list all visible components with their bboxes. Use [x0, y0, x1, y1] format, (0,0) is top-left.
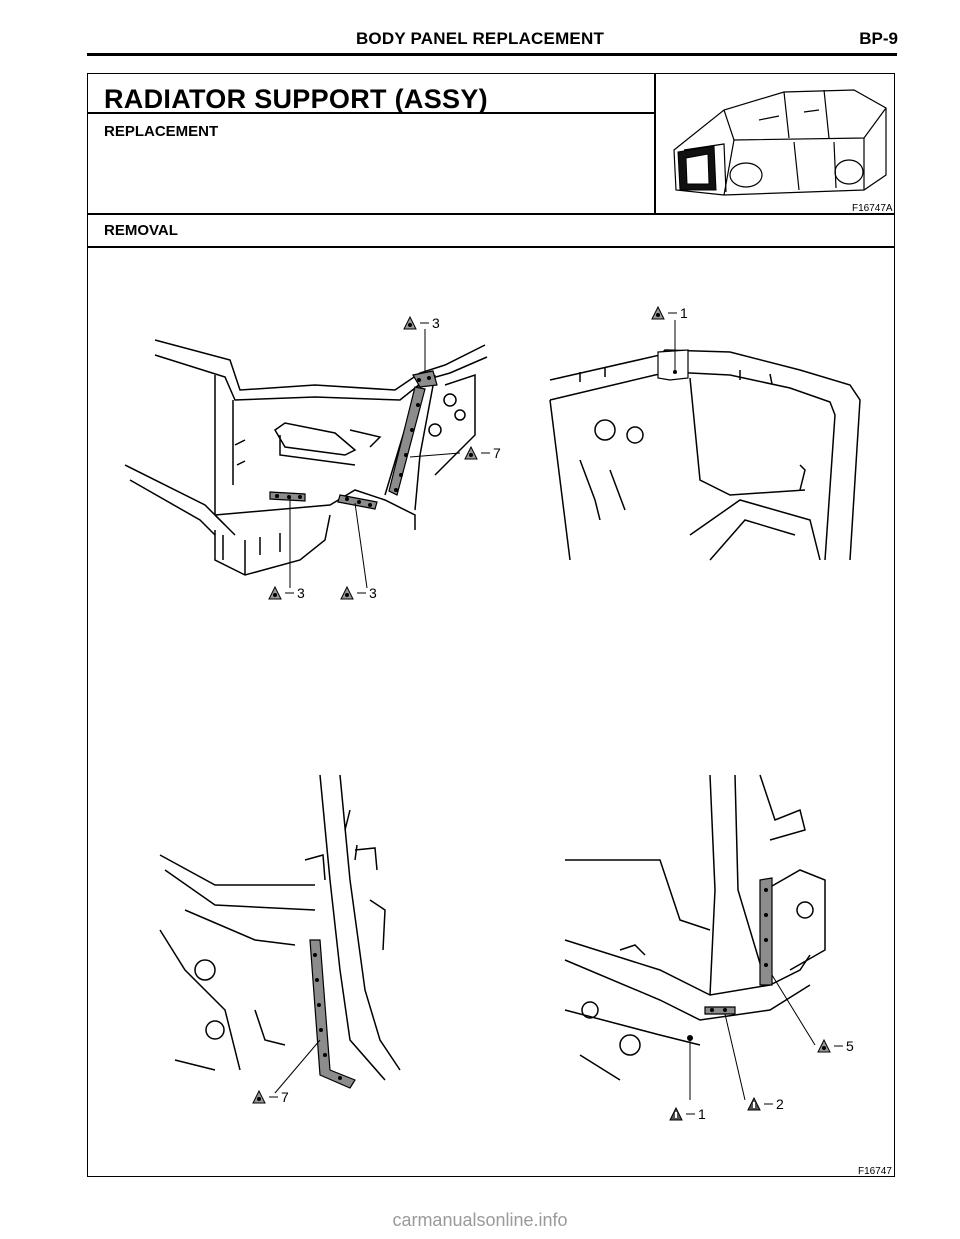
vehicle-body-thumbnail [673, 89, 887, 196]
title-divider [87, 112, 655, 114]
section-divider [87, 213, 895, 215]
svg-text:1: 1 [680, 305, 688, 321]
callout-weld-3-lower-right: 3 [340, 585, 377, 601]
header-rule [87, 53, 897, 56]
watermark: carmanualsonline.info [392, 1210, 568, 1230]
replacement-label: REPLACEMENT [104, 123, 219, 140]
removal-divider [87, 246, 895, 248]
page-title: RADIATOR SUPPORT (ASSY) [104, 84, 488, 114]
page-header-title: BODY PANEL REPLACEMENT [355, 29, 605, 48]
thumbnail-divider [654, 73, 656, 214]
svg-text:7: 7 [493, 445, 501, 461]
page-number: BP-9 [859, 29, 898, 48]
callout-weld-3-lower-left: 3 [268, 585, 305, 601]
removal-illustration-bottom-left [159, 774, 401, 1094]
svg-text:3: 3 [432, 315, 440, 331]
svg-text:3: 3 [297, 585, 305, 601]
callout-spot-2-bottom-right: 2 [747, 1096, 784, 1112]
removal-illustration-bottom-right [564, 774, 826, 1100]
svg-text:1: 1 [698, 1106, 706, 1122]
svg-text:7: 7 [281, 1089, 289, 1105]
svg-text:3: 3 [369, 585, 377, 601]
thumbnail-figure-code: F16747A [852, 203, 893, 214]
removal-label: REMOVAL [104, 222, 178, 239]
svg-text:2: 2 [776, 1096, 784, 1112]
callout-weld-1-top-right: 1 [651, 305, 688, 321]
callout-weld-5-bottom-right: 5 [817, 1038, 854, 1054]
callout-weld-7-bottom-left: 7 [252, 1089, 289, 1105]
removal-illustration-top-right [549, 320, 861, 561]
callout-weld-7-top: 7 [464, 445, 501, 461]
removal-illustration-top-left [124, 329, 488, 589]
callout-weld-3-top: 3 [403, 315, 440, 331]
content-frame [87, 73, 895, 1177]
figure-code: F16747 [858, 1166, 892, 1177]
svg-text:5: 5 [846, 1038, 854, 1054]
callout-spot-1-bottom-right: 1 [669, 1106, 706, 1122]
